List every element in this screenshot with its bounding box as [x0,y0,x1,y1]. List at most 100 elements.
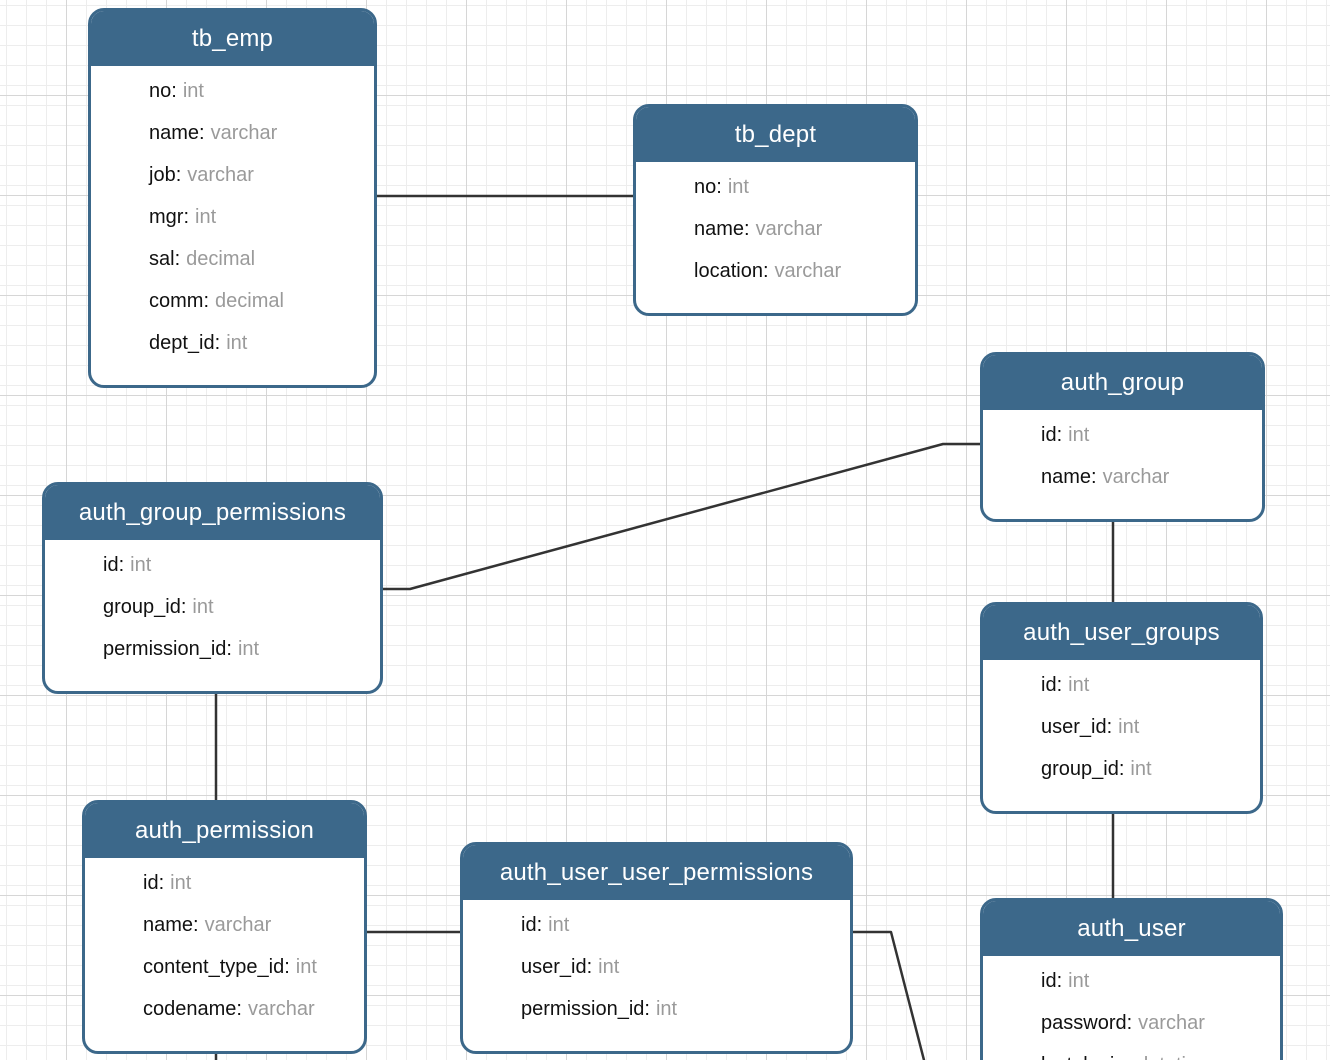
table-body: idintuser_idintgroup_idint [983,660,1260,790]
field-name: no [149,80,177,102]
field-row-dept_id[interactable]: dept_idint [91,322,374,364]
field-row-id[interactable]: idint [983,664,1260,706]
field-row-user_id[interactable]: user_id int [983,706,1260,748]
field-row-codename[interactable]: codenamevarchar [85,988,364,1030]
table-auth_user[interactable]: auth_useridintpasswordvarcharlast_logind… [980,898,1283,1060]
table-header[interactable]: auth_user_user_permissions [463,845,850,900]
field-name: sal [149,248,180,270]
table-body: idintnamevarcharcontent_type_idintcodena… [85,858,364,1030]
field-type: int [598,956,620,978]
field-name: password [1041,1012,1132,1034]
field-type: int [727,176,749,198]
table-title: auth_user [1077,915,1186,942]
field-row-id[interactable]: idint [463,904,850,946]
table-header[interactable]: auth_user_groups [983,605,1260,660]
table-title: auth_permission [134,817,315,844]
table-body: idintnamevarchar [983,410,1262,498]
field-row-name[interactable]: namevarchar [85,904,364,946]
field-name: id [521,914,542,936]
table-tb_emp[interactable]: tb_empnointnamevarcharjobvarcharmgrintsa… [88,8,377,388]
field-type: int [237,638,260,660]
field-name: id [1041,970,1062,992]
field-row-sal[interactable]: sal decimal [91,238,374,280]
field-name: id [143,872,164,894]
field-name: user_id [1041,716,1112,738]
field-row-name[interactable]: namevarchar [983,456,1262,498]
table-auth_permission[interactable]: auth_permissionidintnamevarcharcontent_t… [82,800,367,1054]
field-type: decimal [215,290,284,312]
table-auth_group_permissions[interactable]: auth_group_permissionsidintgroup_idintpe… [42,482,383,694]
field-type: int [170,872,192,894]
field-row-group_id[interactable]: group_id int [45,586,380,628]
field-name: permission_id [521,998,650,1020]
field-name: group_id [103,596,186,618]
table-header[interactable]: auth_permission [85,803,364,858]
field-type: datetime [1137,1054,1214,1060]
field-name: mgr [149,206,189,228]
table-header[interactable]: auth_user [983,901,1280,956]
field-row-id[interactable]: idint [85,862,364,904]
table-header[interactable]: tb_emp [91,11,374,66]
table-tb_dept[interactable]: tb_deptnointnamevarcharlocationvarchar [633,104,918,316]
connector-auth_user_user_permissions--offscreen-bottom[interactable] [850,930,926,1060]
field-type: int [130,554,152,576]
field-row-location[interactable]: locationvarchar [636,250,915,292]
field-type: int [182,80,204,102]
field-row-id[interactable]: idint [983,414,1262,456]
field-row-password[interactable]: passwordvarchar [983,1002,1280,1044]
field-type: decimal [186,248,256,270]
table-header[interactable]: auth_group [983,355,1262,410]
field-type: varchar [204,914,272,936]
field-type: int [655,998,678,1020]
field-row-id[interactable]: idint [45,544,380,586]
field-name: permission_id [103,638,232,660]
table-body: idintpasswordvarcharlast_logindatetime [983,956,1280,1060]
field-type: int [1068,970,1090,992]
table-title: auth_group [1060,369,1185,396]
field-type: int [295,956,317,978]
field-row-mgr[interactable]: mgrint [91,196,374,238]
field-name: no [694,176,722,198]
field-type: varchar [755,218,823,240]
field-row-name[interactable]: namevarchar [636,208,915,250]
table-title: auth_user_groups [1023,619,1220,646]
field-name: codename [143,998,242,1020]
field-type: int [226,332,248,354]
table-auth_user_groups[interactable]: auth_user_groupsidintuser_idintgroup_idi… [980,602,1263,814]
field-name: comm [149,290,209,312]
field-name: name [694,218,750,240]
field-row-id[interactable]: idint [983,960,1280,1002]
table-title: auth_group_permissions [78,499,347,526]
table-body: nointnamevarcharlocationvarchar [636,162,915,292]
field-row-name[interactable]: namevarchar [91,112,374,154]
table-title: tb_emp [191,25,274,52]
table-header[interactable]: auth_group_permissions [45,485,380,540]
table-auth_group[interactable]: auth_groupidintnamevarchar [980,352,1265,522]
field-row-no[interactable]: noint [91,70,374,112]
field-row-user_id[interactable]: user_id int [463,946,850,988]
field-type: varchar [210,122,278,144]
table-auth_user_user_permissions[interactable]: auth_user_user_permissionsidintuser_idin… [460,842,853,1054]
field-type: varchar [187,164,254,186]
field-name: user_id [521,956,592,978]
table-header[interactable]: tb_dept [636,107,915,162]
field-type: int [192,596,214,618]
field-row-group_id[interactable]: group_idint [983,748,1260,790]
connector-auth_group_permissions--auth_group[interactable] [380,442,983,591]
field-type: int [1118,716,1140,738]
table-body: nointnamevarcharjobvarcharmgrintsaldecim… [91,66,374,364]
field-type: int [548,914,570,936]
field-row-comm[interactable]: comm decimal [91,280,374,322]
field-row-content_type_id[interactable]: content_type_idint [85,946,364,988]
field-name: last_login [1041,1054,1131,1060]
field-row-no[interactable]: noint [636,166,915,208]
field-type: varchar [247,998,315,1020]
field-row-job[interactable]: jobvarchar [91,154,374,196]
field-row-permission_id[interactable]: permission_idint [463,988,850,1030]
field-type: int [1130,758,1152,780]
field-row-permission_id[interactable]: permission_idint [45,628,380,670]
field-row-last_login[interactable]: last_login datetime [983,1044,1280,1060]
field-name: name [149,122,205,144]
